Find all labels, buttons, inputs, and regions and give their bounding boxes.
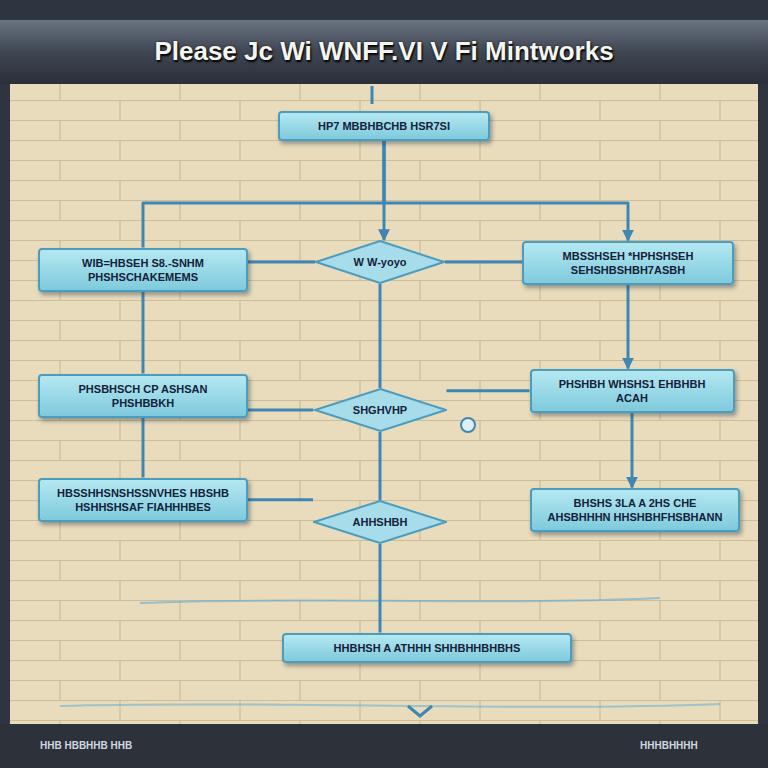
flow-connector: [384, 141, 628, 241]
wall: [10, 84, 758, 724]
footer-note: HHHBHHHH: [640, 740, 698, 751]
node-text: W W-yoyo: [354, 255, 407, 269]
diagram-title: Please Jc Wi WNFF.VI V Fi Mintworks: [0, 36, 768, 67]
flow-connector: [447, 389, 530, 392]
end-mark: [408, 706, 432, 716]
node-text: HBSSHHSNSHSSNVHES HBSHB HSHHSHSAF FIAHHH…: [50, 486, 236, 515]
bottom-band: [0, 724, 768, 768]
node-text: PHSHBH WHSHS1 EHBHBH ACAH: [542, 377, 723, 406]
decision-diamond: W W-yoyo: [315, 240, 445, 284]
node-text: WIB=HBSEH S8.-SNHM PHSHSCHAKEMEMS: [50, 256, 236, 285]
flow-connector: [248, 498, 313, 501]
flow-connector: [379, 284, 382, 388]
flow-connector: [383, 141, 386, 240]
plug-icon: [461, 418, 475, 432]
flow-connector: [142, 292, 145, 373]
node-text: MBSSHSEH *HPHSHSEH SEHSHBSHBH7ASBH: [534, 249, 722, 278]
node-text: BHSHS 3LA A 2HS CHE AHSBHHHN HHSHBHFHSBH…: [542, 496, 728, 525]
flow-connector: [631, 413, 634, 487]
flow-connector: [379, 544, 382, 633]
wall-streak: [140, 598, 660, 603]
node-text: AHHSHBH: [353, 515, 408, 529]
flow-connector: [627, 285, 630, 368]
process-box: HBSSHHSNSHSSNVHES HBSHB HSHHSHSAF FIAHHH…: [38, 478, 248, 523]
footer-note: HHB HBBHHB HHB: [40, 740, 132, 751]
node-text: PHSBHSCH CP ASHSAN PHSHBBKH: [50, 382, 236, 411]
process-box: HHBHSH A ATHHH SHHBHHBHBHS: [282, 633, 572, 663]
flow-connector: [445, 261, 522, 264]
decision-diamond: AHHSHBH: [313, 500, 447, 544]
process-box: WIB=HBSEH S8.-SNHM PHSHSCHAKEMEMS: [38, 248, 248, 293]
decision-diamond: SHGHVHP: [314, 388, 447, 432]
process-box: HP7 MBBHBCHB HSR7SI: [278, 111, 490, 141]
flow-connector: [142, 418, 145, 477]
diamond-label-holder: SHGHVHP: [353, 403, 407, 417]
node-text: HHBHSH A ATHHH SHHBHHBHBHS: [294, 641, 560, 655]
wall-streak: [60, 704, 720, 707]
flow-connector: [248, 409, 314, 412]
process-box: PHSHBH WHSHS1 EHBHBH ACAH: [530, 369, 735, 414]
title-banner: [0, 20, 768, 84]
diamond-label-holder: W W-yoyo: [354, 255, 407, 269]
feed-line: [371, 86, 374, 104]
process-box: PHSBHSCH CP ASHSAN PHSHBBKH: [38, 374, 248, 419]
process-box: MBSSHSEH *HPHSHSEH SEHSHBSHBH7ASBH: [522, 241, 734, 286]
diamond-label-holder: AHHSHBH: [353, 515, 408, 529]
process-box: BHSHS 3LA A 2HS CHE AHSBHHHN HHSHBHFHSBH…: [530, 488, 740, 533]
flow-connector: [379, 432, 382, 500]
flow-connector: [248, 261, 315, 264]
flow-connector: [143, 141, 384, 248]
node-text: SHGHVHP: [353, 403, 407, 417]
node-text: HP7 MBBHBCHB HSR7SI: [290, 119, 478, 133]
